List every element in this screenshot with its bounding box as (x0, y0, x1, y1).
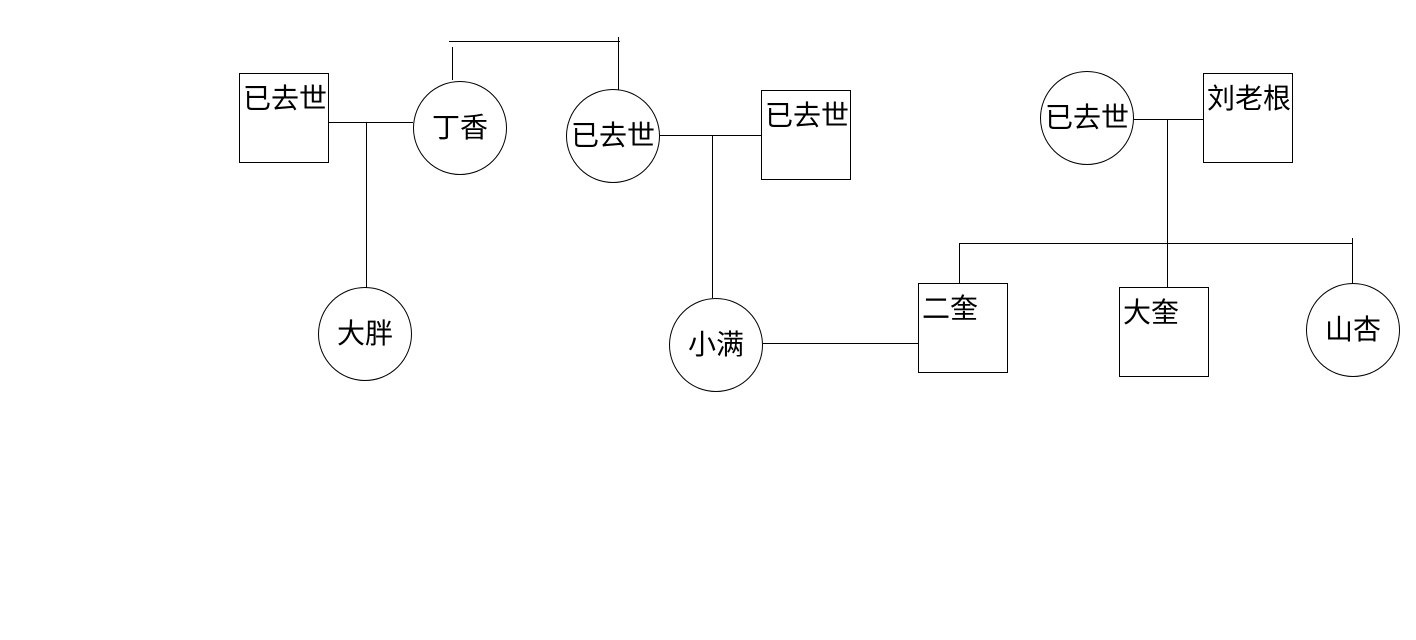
node-deceased-husband-of-dingxiang[interactable]: 已去世 (239, 73, 329, 163)
child-line-dakui (1167, 119, 1168, 287)
drop-line-shanxing (1352, 238, 1353, 284)
node-label: 小满 (687, 328, 744, 360)
node-label: 丁香 (431, 111, 488, 143)
couple-line-left (328, 122, 413, 123)
child-line-dapang (366, 122, 367, 288)
couple-line-middle (660, 135, 761, 136)
drop-line-dingxiang (452, 47, 453, 80)
sibling-bar-top (449, 41, 620, 42)
couple-line-xiaoman-erkui (763, 343, 918, 344)
node-erkui[interactable]: 二奎 (918, 283, 1008, 373)
node-label: 已去世 (243, 83, 328, 114)
sibling-bar-bottom (959, 243, 1353, 244)
node-label: 大奎 (1123, 297, 1180, 328)
node-dingxiang[interactable]: 丁香 (413, 81, 507, 175)
drop-line-erkui (959, 243, 960, 284)
node-deceased-wife-of-liulaogen[interactable]: 已去世 (1040, 71, 1134, 165)
node-shanxing[interactable]: 山杏 (1306, 283, 1400, 377)
node-deceased-husband-middle[interactable]: 已去世 (761, 90, 851, 180)
node-label: 已去世 (1044, 101, 1129, 133)
node-label: 已去世 (570, 119, 655, 151)
drop-line-deceased-wife-middle (618, 37, 619, 90)
node-label: 刘老根 (1207, 83, 1292, 114)
node-label: 大胖 (336, 317, 393, 349)
node-liulaogen[interactable]: 刘老根 (1203, 73, 1293, 163)
node-label: 山杏 (1324, 313, 1381, 345)
node-label: 二奎 (922, 293, 979, 324)
node-deceased-wife-middle[interactable]: 已去世 (566, 89, 660, 183)
node-label: 已去世 (765, 100, 850, 131)
child-line-xiaoman (712, 135, 713, 298)
node-dapang[interactable]: 大胖 (318, 287, 412, 381)
couple-line-right (1134, 119, 1203, 120)
node-xiaoman[interactable]: 小满 (669, 298, 763, 392)
node-dakui[interactable]: 大奎 (1119, 287, 1209, 377)
